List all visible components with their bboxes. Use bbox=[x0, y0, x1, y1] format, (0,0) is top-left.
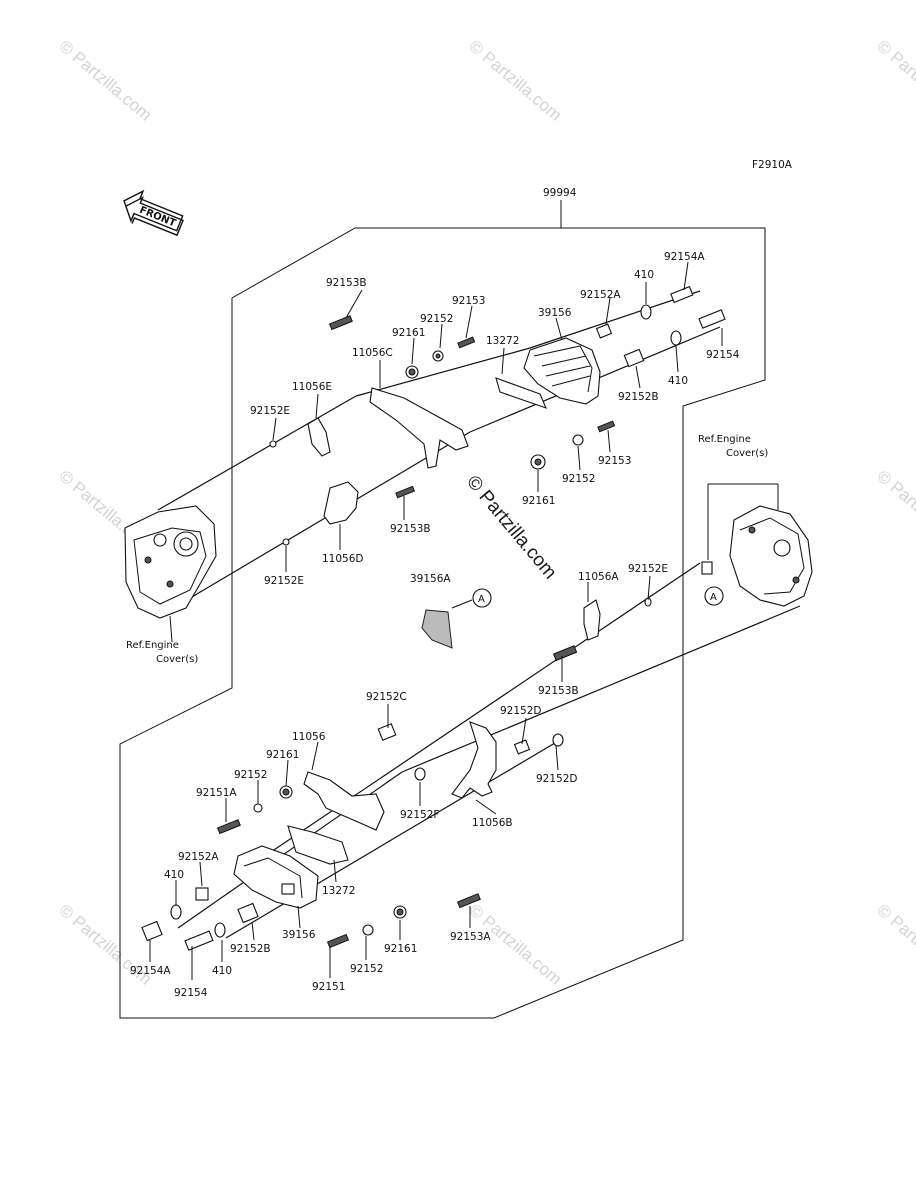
label-92161-mid: 92161 bbox=[522, 495, 555, 507]
figure-code: F2910A bbox=[752, 159, 793, 171]
label-92153B-top: 92153B bbox=[326, 277, 367, 289]
label-39156-top: 39156 bbox=[538, 307, 572, 319]
label-11056D: 11056D bbox=[322, 553, 364, 565]
label-39156-low: 39156 bbox=[282, 929, 316, 941]
ref-label-right: Ref.Engine Cover(s) bbox=[698, 434, 768, 459]
label-92151: 92151 bbox=[312, 981, 345, 993]
label-39156A: 39156A bbox=[410, 573, 451, 585]
label-92161-low: 92161 bbox=[266, 749, 299, 761]
ref-label-upper-left: Ref.Engine Cover(s) bbox=[126, 640, 198, 665]
label-92154-right: 92154 bbox=[706, 349, 740, 361]
watermark-top-center: © Partzilla.com bbox=[465, 37, 565, 125]
front-arrow-icon: FRONT bbox=[123, 189, 184, 237]
fasteners-upper bbox=[269, 285, 726, 546]
label-92153-mid: 92153 bbox=[598, 455, 631, 467]
label-92153B-mid: 92153B bbox=[390, 523, 431, 535]
label-92151A: 92151A bbox=[196, 787, 237, 799]
engine-cover-left bbox=[124, 505, 217, 619]
label-11056E: 11056E bbox=[292, 381, 332, 393]
label-92152B-right: 92152B bbox=[618, 391, 659, 403]
ref-label-right-line2: Cover(s) bbox=[726, 448, 768, 459]
label-11056B: 11056B bbox=[472, 817, 513, 829]
bracket-11056C bbox=[369, 387, 469, 469]
bracket-11056D bbox=[323, 481, 359, 525]
label-92152-top: 92152 bbox=[420, 313, 453, 325]
label-92153A: 92153A bbox=[450, 931, 491, 943]
watermark-bottom-right: © Partzilla.com bbox=[873, 901, 916, 989]
label-13272-low: 13272 bbox=[322, 885, 355, 897]
label-92161-bottom: 92161 bbox=[384, 943, 417, 955]
label-92152E-left: 92152E bbox=[250, 405, 290, 417]
label-11056: 11056 bbox=[292, 731, 326, 743]
label-410-low-a: 410 bbox=[164, 869, 184, 881]
watermark-mid-right: © Partzilla.com bbox=[873, 467, 916, 555]
label-410-low-b: 410 bbox=[212, 965, 232, 977]
ref-label-upper-left-line2: Cover(s) bbox=[156, 654, 198, 665]
label-92152B-low: 92152B bbox=[230, 943, 271, 955]
bolt-92153B-lower bbox=[552, 645, 578, 662]
label-13272-top: 13272 bbox=[486, 335, 519, 347]
bracket-11056B bbox=[451, 721, 497, 799]
label-410-right: 410 bbox=[668, 375, 688, 387]
label-92152-mid: 92152 bbox=[562, 473, 595, 485]
label-92152E-right: 92152E bbox=[628, 563, 668, 575]
ref-label-upper-left-line1: Ref.Engine bbox=[126, 640, 179, 651]
label-92152D-b: 92152D bbox=[536, 773, 578, 785]
watermark-top-right: © Partzilla.com bbox=[873, 37, 916, 125]
label-92152A-top: 92152A bbox=[580, 289, 621, 301]
plate-13272-upper bbox=[495, 377, 547, 409]
label-92152C: 92152C bbox=[366, 691, 407, 703]
fasteners-lower bbox=[141, 597, 652, 951]
part-labels: 92153B 92153 92152 92161 39156 92152A 41… bbox=[130, 251, 740, 999]
label-92153B-low: 92153B bbox=[538, 685, 579, 697]
label-92154A-top: 92154A bbox=[664, 251, 705, 263]
plate-13272-lower bbox=[287, 825, 349, 865]
label-92152-bottom: 92152 bbox=[350, 963, 383, 975]
assembly-number: 99994 bbox=[543, 187, 577, 199]
label-11056C: 11056C bbox=[352, 347, 393, 359]
label-11056A: 11056A bbox=[578, 571, 619, 583]
watermark-bottom-center: © Partzilla.com bbox=[465, 901, 565, 989]
label-92161-top: 92161 bbox=[392, 327, 425, 339]
bracket-11056E bbox=[307, 417, 331, 457]
label-92152-low: 92152 bbox=[234, 769, 267, 781]
bracket-11056 bbox=[303, 771, 385, 831]
slider-39156-upper bbox=[523, 337, 601, 405]
label-92152D-a: 92152D bbox=[500, 705, 542, 717]
callout-a-right-label: A bbox=[710, 592, 717, 603]
slider-39156-lower bbox=[233, 845, 319, 909]
assembly-axes bbox=[157, 290, 801, 939]
decal-39156A bbox=[421, 609, 453, 649]
ref-label-right-line1: Ref.Engine bbox=[698, 434, 751, 445]
label-92152E-low: 92152E bbox=[264, 575, 304, 587]
label-92152F: 92152F bbox=[400, 809, 439, 821]
callout-a-right: A bbox=[704, 586, 724, 606]
label-92152A-low: 92152A bbox=[178, 851, 219, 863]
label-92154-low: 92154 bbox=[174, 987, 208, 999]
engine-cover-right bbox=[701, 505, 813, 607]
label-410-top: 410 bbox=[634, 269, 654, 281]
callout-a-left-label: A bbox=[478, 594, 485, 605]
center-watermark: © Partzilla.com bbox=[462, 472, 560, 584]
label-92154A-low: 92154A bbox=[130, 965, 171, 977]
leader-lines bbox=[149, 261, 779, 980]
watermark-top-left: © Partzilla.com bbox=[55, 37, 155, 125]
bracket-11056A bbox=[583, 599, 601, 641]
label-92153-top: 92153 bbox=[452, 295, 485, 307]
callout-a-left: A bbox=[451, 588, 492, 609]
assembly-outline bbox=[119, 200, 766, 1019]
